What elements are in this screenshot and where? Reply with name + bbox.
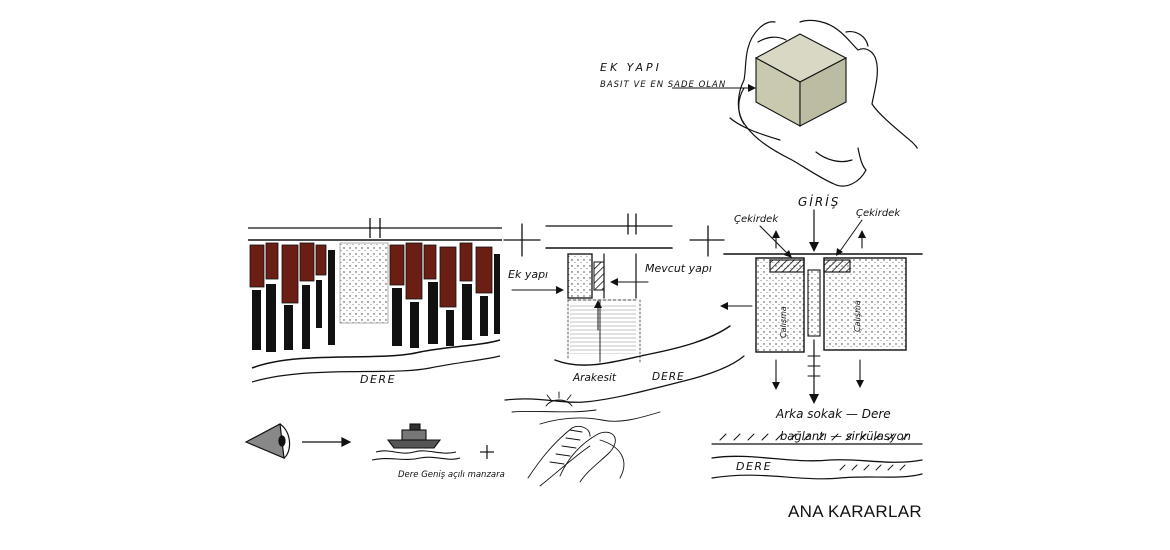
hands-cube-sketch [729,19,918,187]
label-ek-yapi-mid: Ek yapı [508,268,548,281]
circulation-strip [807,269,821,337]
label-giris: GİRİŞ [798,194,840,209]
arrow-right-icon [302,437,352,447]
plus-icon [480,445,494,459]
boat-icon [371,423,461,461]
top-annotation: EK YAPI BASIT VE EN SADE OLAN [600,61,756,92]
plan-sketch [711,209,923,480]
label-cekirdek-left: Çekirdek [734,214,779,225]
label-calisma-left: Çalışma [779,306,788,338]
dark-piers-right [392,254,500,348]
label-calisma-right: Çalışma [853,300,862,332]
core-left [769,259,805,273]
ek-yapi-block [567,253,593,299]
core-right [823,259,851,273]
core-hatch [593,261,605,291]
caption-ana-kararlar: ANA KARARLAR [788,502,922,521]
label-ek-yapi-top: EK YAPI [600,61,662,74]
courtyard [339,242,389,324]
calisma-left-block [755,257,805,353]
label-arakesit: Arakesit [572,372,617,384]
label-arka-sokak-1: Arka sokak — Dere [775,407,891,421]
cube-side [799,57,847,127]
label-basit: BASIT VE EN SADE OLAN [600,80,726,90]
landscape-view-sketch [511,391,661,487]
label-mevcut-yapi: Mevcut yapı [645,262,712,275]
lower-lines [570,304,636,354]
section-sketch [503,213,745,403]
cube [754,33,848,127]
brick-facades-left [249,242,327,304]
dark-piers-left [252,250,335,352]
label-dere-right: DERE [736,460,772,473]
label-dere-left: DERE [360,373,396,386]
brick-facades-right [389,242,493,308]
label-genis-acili: Dere Geniş açılı manzara [398,470,505,480]
calisma-right-block [823,257,907,351]
label-dere-mid: DERE [652,371,685,383]
elevation-sketch: DERE [248,218,502,386]
label-arka-sokak-2: bağlantı — sirkülasyon [780,429,911,443]
label-cekirdek-right: Çekirdek [856,208,901,219]
eye-icon [244,423,291,459]
